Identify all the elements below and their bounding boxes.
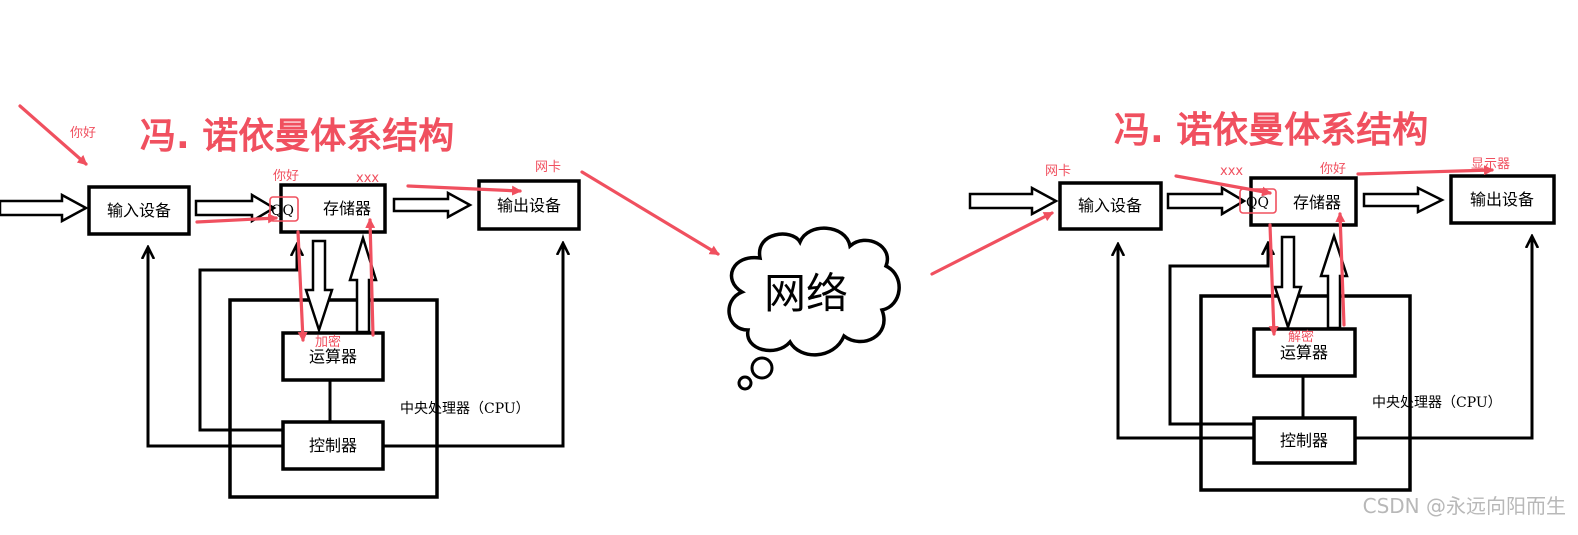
right-cpu-frame — [1199, 294, 1412, 492]
left-annotation-hello-top: 你好 — [70, 126, 96, 141]
left-red-arrow-memory-output — [406, 184, 522, 196]
right-wire-control-input — [1118, 244, 1254, 440]
right-arrow-memory-output — [1362, 185, 1445, 215]
right-control-box — [1252, 416, 1357, 465]
left-annotation-xxx: xxx — [356, 171, 379, 186]
right-annotation-xxx: xxx — [1220, 164, 1243, 179]
left-cpu-frame — [228, 298, 439, 499]
left-arrow-input-memory — [194, 192, 277, 224]
right-red-arrow-up — [1335, 212, 1346, 327]
red-arrow-to-network — [580, 170, 720, 256]
left-input-box — [87, 185, 191, 236]
cloud-bubble-small — [737, 375, 753, 391]
cloud-shape — [727, 226, 901, 357]
right-wire-control-output — [1355, 236, 1532, 440]
left-alu-box — [281, 331, 385, 382]
left-red-arrow-input-memory — [195, 213, 278, 224]
left-wire-control-output — [383, 243, 563, 448]
left-arrow-into-input — [0, 192, 89, 224]
left-output-label: 输出设备 — [497, 196, 561, 215]
right-diagram: 冯. 诺依曼体系结构 中央处理器（CPU） 输入设备 存储器 输出设备 运算器 … — [968, 110, 1556, 492]
right-red-arrow-nic-memory — [1174, 174, 1272, 197]
left-wire-control-input — [148, 247, 283, 448]
red-arrow-from-network — [930, 211, 1054, 276]
right-annotation-display: 显示器 — [1471, 157, 1510, 172]
right-red-arrow-down — [1268, 223, 1279, 336]
right-output-label: 输出设备 — [1470, 190, 1534, 209]
network-cloud: 网络 — [727, 226, 901, 391]
right-input-label: 输入设备 — [1078, 196, 1142, 215]
left-annotation-hello-mem: 你好 — [273, 169, 299, 184]
right-annotation-nic: 网卡 — [1045, 164, 1071, 179]
right-control-label: 控制器 — [1280, 431, 1328, 450]
left-annotation-nic: 网卡 — [535, 160, 561, 175]
left-red-arrow-down — [296, 230, 308, 342]
right-red-arrow-display — [1356, 165, 1494, 176]
right-wire-control-memory — [1168, 243, 1268, 426]
left-diagram: 冯. 诺依曼体系结构 中央处理器（CPU） 输入设备 存储器 输出设备 运算器 … — [0, 104, 720, 499]
right-qq-label: QQ — [1246, 195, 1269, 211]
right-alu-box — [1252, 327, 1357, 378]
left-arrow-memory-output — [392, 190, 473, 220]
right-arrow-input-memory — [1166, 185, 1247, 217]
left-title: 冯. 诺依曼体系结构 — [140, 116, 454, 157]
right-alu-label: 运算器 — [1280, 343, 1328, 362]
left-control-box — [281, 420, 385, 471]
left-red-arrow-up — [365, 218, 376, 337]
left-cpu-label: 中央处理器（CPU） — [400, 401, 530, 417]
right-qq-highlight — [1239, 188, 1277, 214]
right-annotation-decrypt: 解密 — [1288, 329, 1314, 345]
left-input-label: 输入设备 — [107, 201, 171, 220]
left-qq-highlight — [269, 196, 299, 222]
right-output-box — [1449, 174, 1556, 225]
csdn-watermark: CSDN @永远向阳而生 — [1363, 494, 1566, 518]
right-memory-label: 存储器 — [1293, 193, 1341, 212]
right-arrow-memory-alu — [1273, 235, 1303, 332]
left-alu-label: 运算器 — [309, 347, 357, 366]
left-annotation-encrypt: 加密 — [315, 334, 341, 350]
left-red-arrow-hello — [18, 104, 88, 166]
right-cpu-label: 中央处理器（CPU） — [1372, 395, 1502, 411]
right-arrow-into-input — [968, 185, 1059, 217]
cloud-bubble-large — [750, 356, 774, 380]
left-control-label: 控制器 — [309, 436, 357, 455]
left-wire-control-memory — [198, 244, 297, 432]
network-label: 网络 — [764, 269, 848, 318]
right-input-box — [1058, 181, 1163, 231]
left-memory-label: 存储器 — [323, 199, 371, 218]
right-title: 冯. 诺依曼体系结构 — [1114, 110, 1428, 151]
left-arrow-memory-alu — [304, 239, 334, 335]
right-annotation-hello: 你好 — [1320, 162, 1346, 177]
